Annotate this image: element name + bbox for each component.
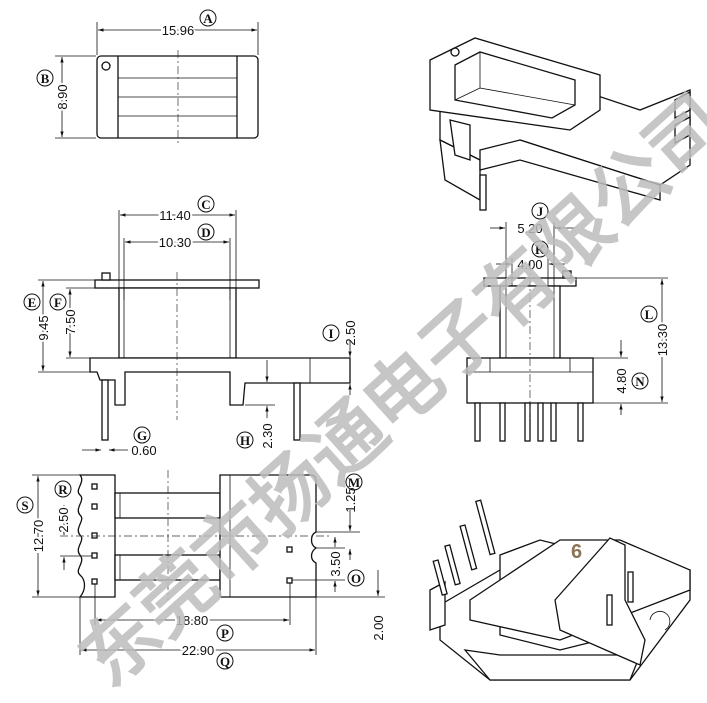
svg-text:R: R <box>58 482 68 497</box>
dim-O: O 3.50 <box>326 549 365 587</box>
svg-text:5.20: 5.20 <box>517 221 542 236</box>
dim-I: I 2.50 <box>322 320 358 346</box>
svg-text:12.70: 12.70 <box>31 520 46 553</box>
svg-text:4.00: 4.00 <box>517 257 542 272</box>
svg-text:22.90: 22.90 <box>182 643 215 658</box>
dimension-labels: A 15.96 B 8.90 C 11.40 D 10.30 E 9.45 F7.50 G… <box>16 9 672 670</box>
dim-L: L13.30 <box>640 305 672 358</box>
svg-text:M: M <box>348 475 360 490</box>
svg-text:L: L <box>645 307 654 322</box>
svg-text:J: J <box>537 204 544 219</box>
page-number: 6 <box>571 541 582 563</box>
isometric-exploded-view <box>429 37 691 211</box>
dim-J: J 5.20 <box>517 202 549 236</box>
svg-text:13.30: 13.30 <box>655 324 670 357</box>
svg-text:2.50: 2.50 <box>343 320 358 345</box>
svg-text:1.25: 1.25 <box>343 487 358 512</box>
svg-text:15.96: 15.96 <box>162 23 195 38</box>
svg-text:E: E <box>28 295 37 310</box>
side-view <box>38 210 352 452</box>
dim-N: N 4.80 <box>612 366 649 396</box>
svg-text:2.30: 2.30 <box>260 423 275 448</box>
dim-C: C 11.40 <box>157 195 215 225</box>
svg-text:11.40: 11.40 <box>159 208 191 223</box>
svg-text:C: C <box>201 197 210 212</box>
svg-text:D: D <box>201 225 210 240</box>
svg-text:7.50: 7.50 <box>63 309 78 334</box>
svg-text:S: S <box>21 498 28 513</box>
svg-text:H: H <box>240 433 250 448</box>
svg-text:18.80: 18.80 <box>176 613 209 628</box>
dim-B: B 8.90 <box>36 69 72 112</box>
svg-text:N: N <box>635 374 645 389</box>
svg-text:8.90: 8.90 <box>55 84 70 109</box>
svg-text:F: F <box>54 295 62 310</box>
svg-text:Q: Q <box>220 654 230 669</box>
svg-text:2.50: 2.50 <box>56 507 71 532</box>
dim-M: M1.25 <box>343 473 363 513</box>
svg-text:4.80: 4.80 <box>614 368 629 393</box>
dim-K: K4.00 <box>517 240 549 272</box>
dim-R: R 2.50 <box>54 480 73 535</box>
svg-text:I: I <box>328 326 333 341</box>
svg-text:B: B <box>41 71 50 86</box>
dim-D: D 10.30 <box>157 223 215 252</box>
svg-text:K: K <box>535 242 546 257</box>
svg-text:10.30: 10.30 <box>159 235 192 250</box>
svg-text:0.60: 0.60 <box>131 443 156 458</box>
dim-A: A 15.96 <box>160 9 217 40</box>
isometric-assembled-view <box>429 499 691 681</box>
dim-H: H 2.30 <box>236 423 275 449</box>
svg-text:9.45: 9.45 <box>36 315 51 340</box>
svg-text:G: G <box>137 428 147 443</box>
svg-text:3.50: 3.50 <box>328 551 343 576</box>
pins <box>474 402 584 442</box>
end-view <box>466 222 668 442</box>
svg-text:A: A <box>203 11 213 26</box>
svg-text:P: P <box>221 626 229 641</box>
dim-2-00: 2.00 <box>371 615 386 640</box>
top-view <box>55 22 259 144</box>
bottom-view <box>32 470 385 655</box>
dim-P: P 18.80 <box>174 611 234 642</box>
svg-text:O: O <box>351 571 361 586</box>
dim-Q: Q 22.90 <box>180 641 234 670</box>
dim-G: G0.60 <box>131 426 157 458</box>
dim-E: E 9.45 <box>23 293 53 343</box>
dim-F: F7.50 <box>49 293 80 337</box>
dim-S: S12.70 <box>16 496 48 554</box>
